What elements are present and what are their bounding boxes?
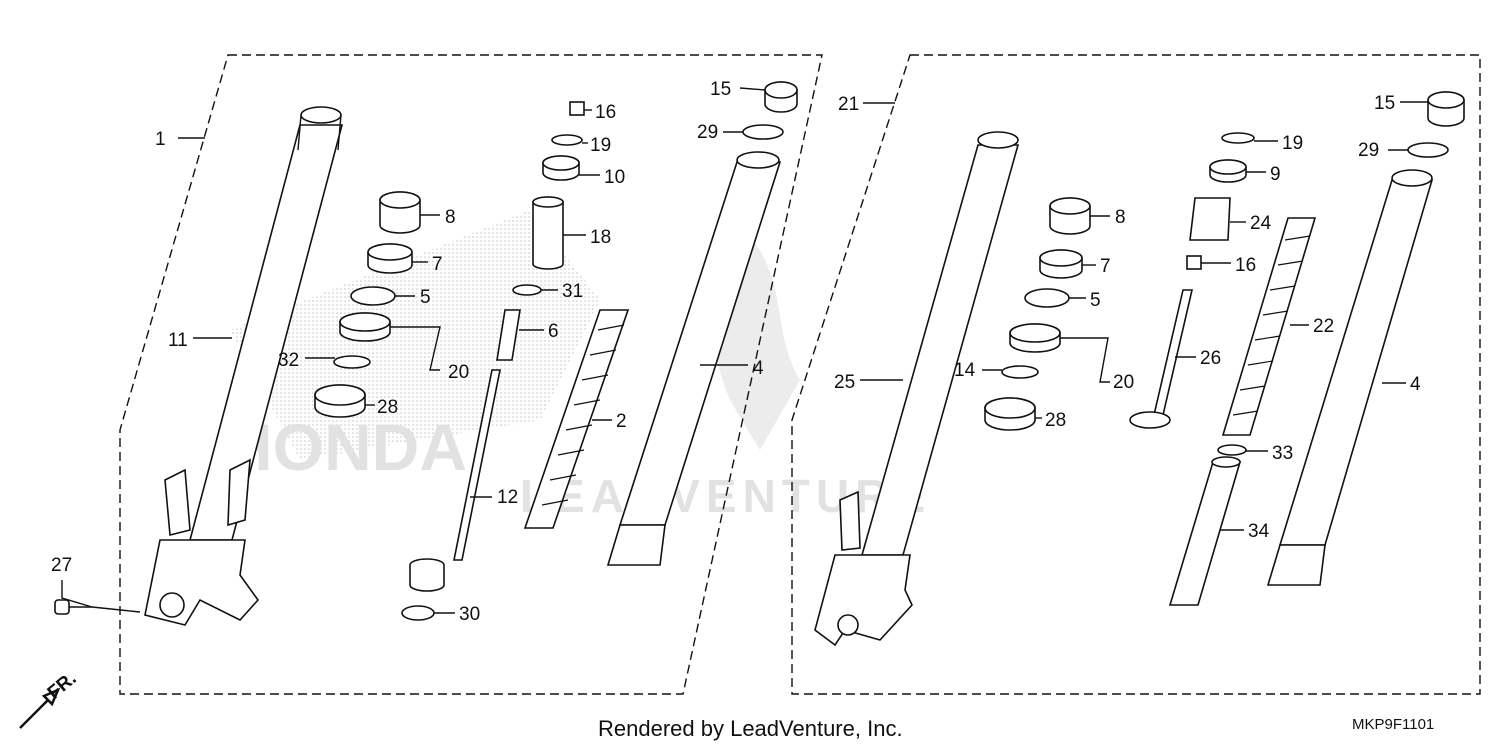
axle-holder-right	[814, 554, 913, 647]
right-group-frame	[791, 54, 1481, 695]
watermark: HONDA LEADVENTURE	[225, 210, 931, 522]
right-callout-20: 20	[1113, 372, 1134, 393]
left-callout-7: 7	[432, 254, 443, 275]
right-fork-assembly	[814, 131, 1020, 647]
rod-26	[1152, 289, 1194, 416]
fork-spring	[523, 309, 630, 529]
right-callout-7: 7	[1100, 256, 1111, 277]
nut-16	[569, 101, 585, 116]
axle-bolt	[54, 599, 70, 615]
left-fork-assembly	[54, 106, 344, 626]
right-callout-34: 34	[1248, 521, 1270, 542]
left-callout-16: 16	[595, 102, 616, 123]
right-callout-5: 5	[1090, 290, 1101, 311]
left-callout-31: 31	[562, 281, 583, 302]
o-ring-29	[742, 124, 784, 140]
diagram-code: MKP9F1101	[1352, 716, 1435, 733]
watermark-company: LEADVENTURE	[520, 470, 931, 522]
left-callout-10: 10	[604, 167, 625, 188]
damper-rod	[453, 369, 501, 561]
right-callout-28: 28	[1045, 410, 1066, 431]
right-callout-8: 8	[1115, 207, 1126, 228]
left-callout-1: 1	[155, 129, 166, 150]
left-seal-stack	[314, 191, 421, 418]
clip-32	[333, 355, 371, 369]
left-cartridge-parts	[401, 101, 630, 621]
footer-credit: Rendered by LeadVenture, Inc.	[598, 716, 903, 741]
left-callout-27: 27	[51, 555, 72, 576]
washer-30	[401, 605, 435, 621]
right-callout-24: 24	[1250, 213, 1272, 234]
left-callout-20: 20	[448, 362, 469, 383]
left-callout-29: 29	[697, 122, 718, 143]
inner-tube-25	[860, 144, 1020, 556]
clip-19	[551, 134, 583, 146]
left-callout-2: 2	[616, 411, 627, 432]
left-outer-tube	[606, 81, 798, 566]
left-callout-32: 32	[278, 350, 299, 371]
right-callout-19: 19	[1282, 133, 1303, 154]
left-callout-15: 15	[710, 79, 731, 100]
right-callout-29: 29	[1358, 140, 1379, 161]
callout-leaders	[61, 87, 1428, 614]
washer-31	[512, 284, 542, 296]
left-callout-18: 18	[590, 227, 611, 248]
callout-numbers: 1118753220281619101831621230152942721258…	[51, 79, 1421, 625]
left-callout-28: 28	[377, 397, 398, 418]
tube-34	[1168, 461, 1242, 606]
left-callout-5: 5	[420, 287, 431, 308]
right-outer-tube	[1266, 91, 1465, 586]
right-callout-26: 26	[1200, 348, 1221, 369]
spring-6	[496, 309, 521, 361]
right-seal-stack	[984, 197, 1091, 431]
left-callout-4: 4	[753, 358, 764, 379]
right-callout-9: 9	[1270, 164, 1281, 185]
forward-arrow-icon: FR.	[19, 668, 81, 729]
tube-top	[300, 106, 342, 124]
spring-22	[1221, 217, 1317, 436]
left-callout-19: 19	[590, 135, 611, 156]
left-callout-11: 11	[168, 330, 188, 351]
left-callout-30: 30	[459, 604, 480, 625]
right-callout-21: 21	[838, 94, 859, 115]
left-callout-6: 6	[548, 321, 559, 342]
left-callout-12: 12	[497, 487, 518, 508]
right-leader-20	[1060, 337, 1110, 383]
right-callout-22: 22	[1313, 316, 1334, 337]
direction-label: FR.	[44, 668, 81, 704]
spring-24	[1189, 197, 1231, 241]
left-leader-27	[61, 580, 141, 613]
left-group-frame	[119, 54, 823, 695]
right-callout-16: 16	[1235, 255, 1256, 276]
right-callout-15: 15	[1374, 93, 1395, 114]
watermark-brand: HONDA	[225, 410, 467, 484]
washer-5	[350, 286, 396, 306]
right-callout-4: 4	[1410, 374, 1421, 395]
left-leader-15	[739, 87, 766, 91]
left-leader-20	[390, 326, 441, 371]
right-callout-14: 14	[954, 360, 976, 381]
left-callout-8: 8	[445, 207, 456, 228]
right-callout-33: 33	[1272, 443, 1293, 464]
right-callout-25: 25	[834, 372, 855, 393]
